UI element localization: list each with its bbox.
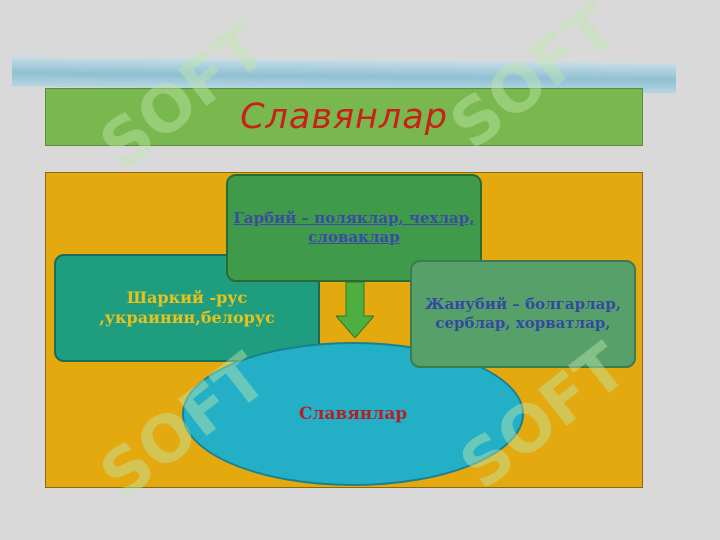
slavs-center-label: Славянлар xyxy=(298,404,408,424)
title-banner: Славянлар xyxy=(45,88,643,146)
slide-title: Славянлар xyxy=(240,97,448,137)
down-arrow-icon xyxy=(336,282,374,338)
slavs-ellipse: Славянлар xyxy=(182,342,524,486)
west-slavs-label: Гарбий – поляклар, чехлар, словаклар xyxy=(233,209,475,246)
south-slavs-label: Жанубий – болгарлар, серблар, хорватлар, xyxy=(424,295,622,332)
west-slavs-box: Гарбий – поляклар, чехлар, словаклар xyxy=(226,174,482,282)
south-slavs-box: Жанубий – болгарлар, серблар, хорватлар, xyxy=(410,260,636,368)
east-slavs-label: Шаркий -рус ,украинин,белорус xyxy=(99,288,275,327)
